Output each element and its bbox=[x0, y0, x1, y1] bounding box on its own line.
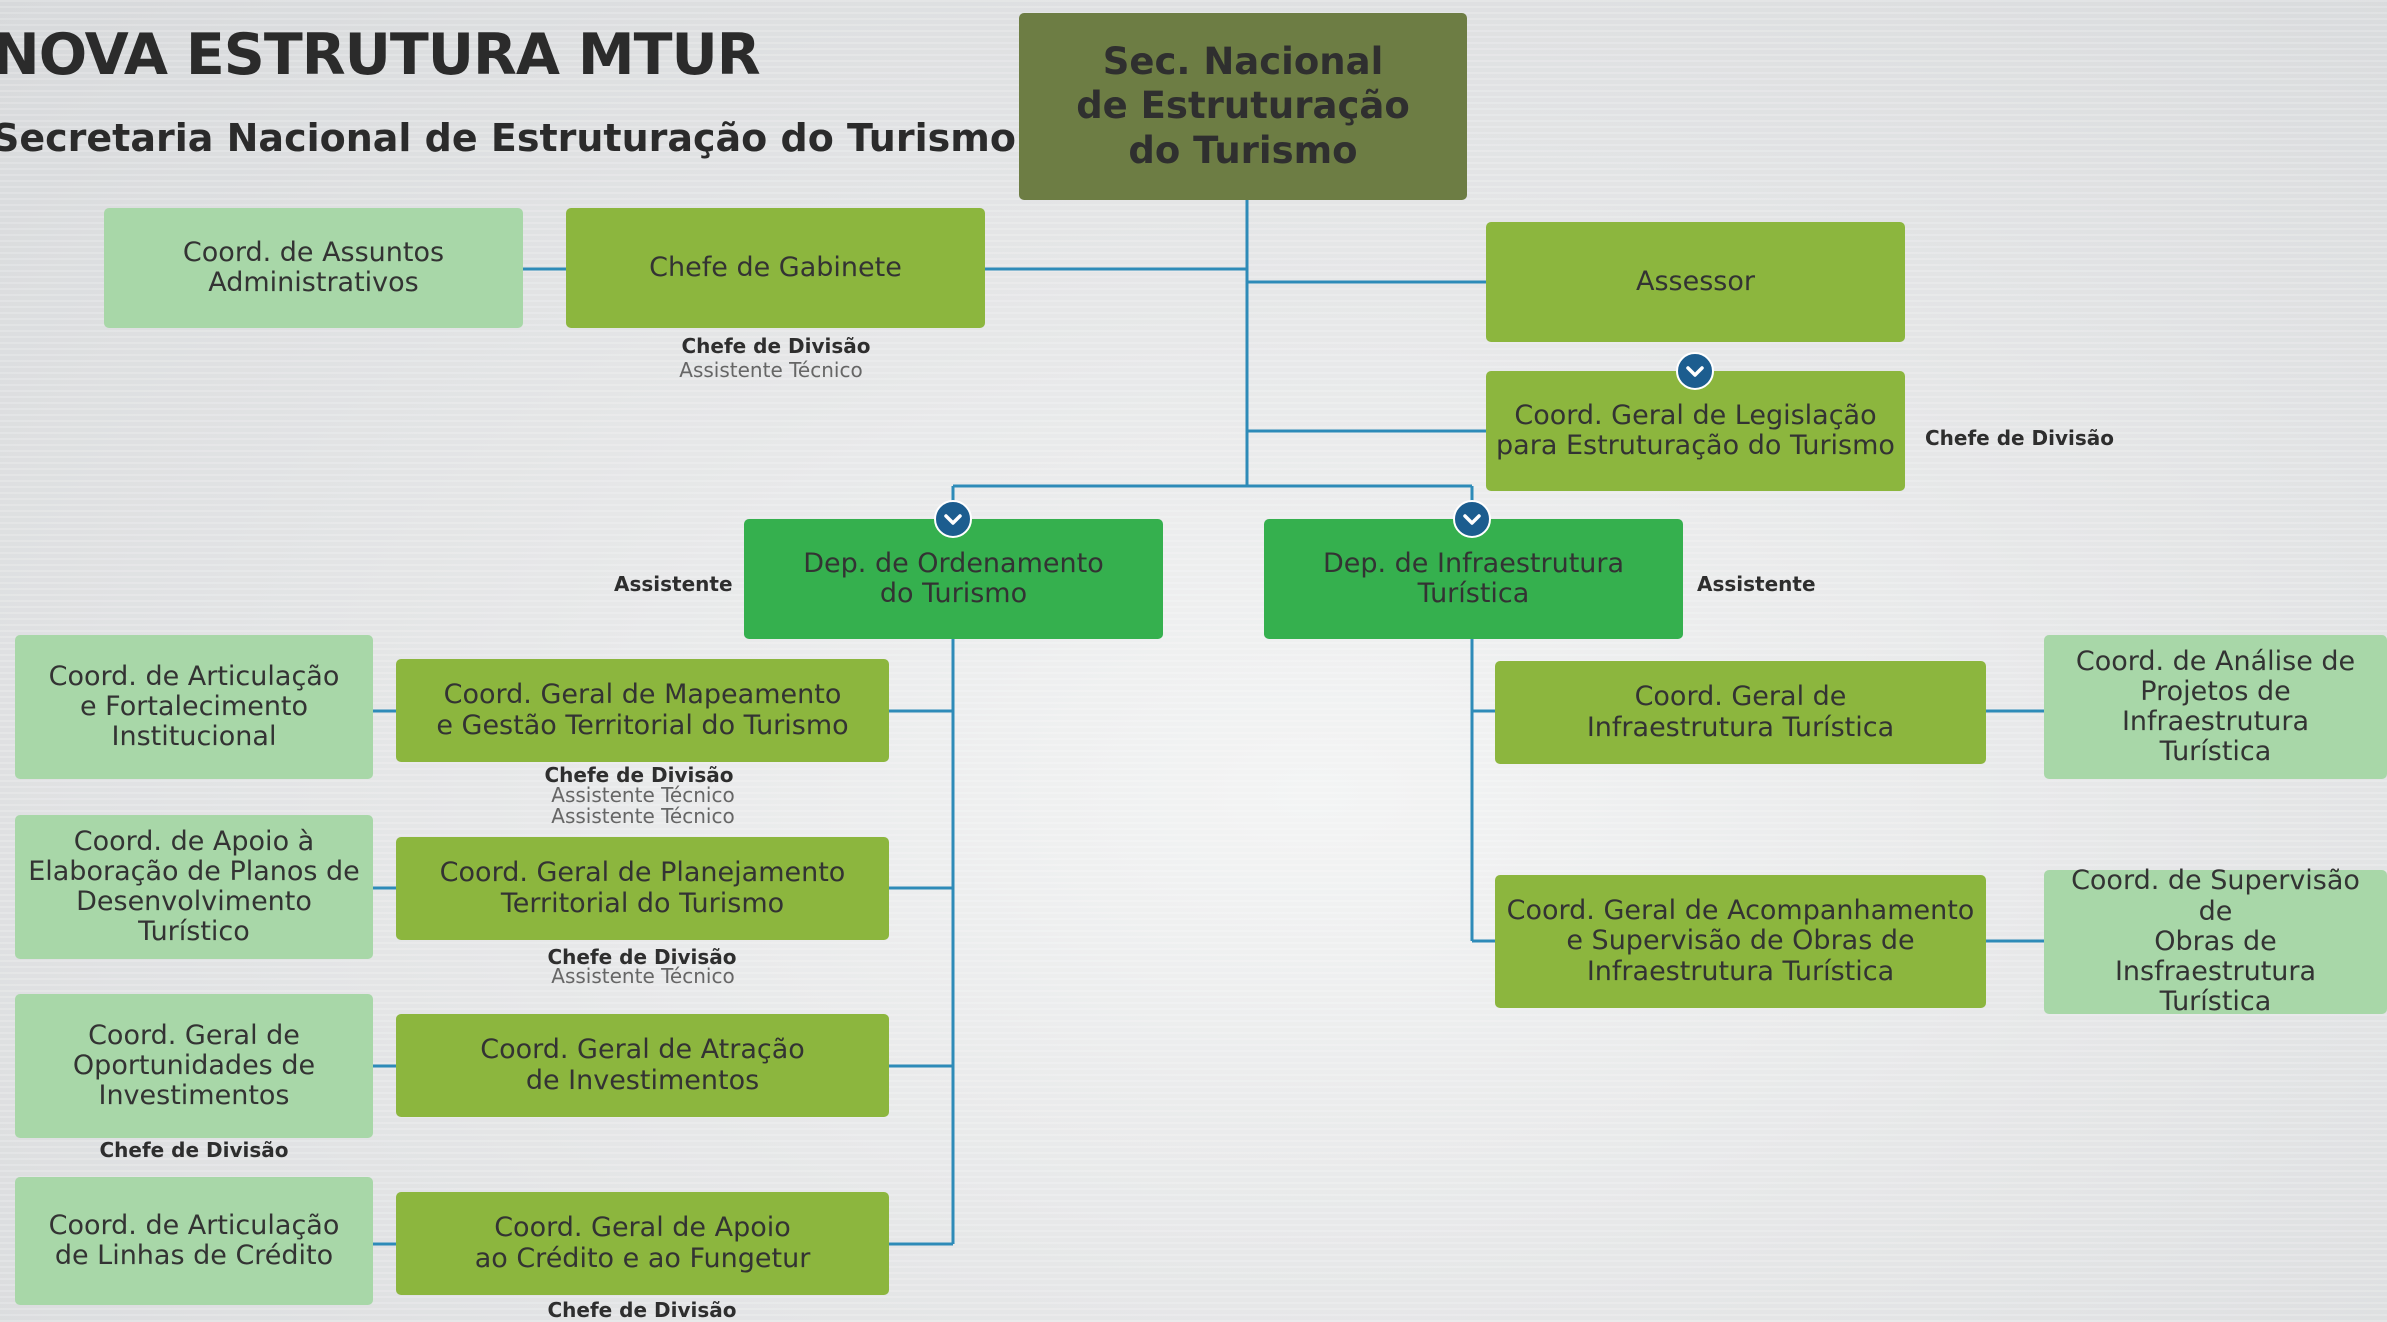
label-planejamento-chefe-divisao: Chefe de Divisão bbox=[547, 945, 737, 969]
label-planejamento-assistente-tecnico: Assistente Técnico bbox=[551, 964, 735, 988]
label-apoio-credito-chefe-divisao: Chefe de Divisão bbox=[547, 1298, 737, 1322]
label-gabinete-assistente-tecnico: Assistente Técnico bbox=[679, 358, 863, 382]
label-infraestrutura-assistente: Assistente bbox=[1697, 572, 1816, 596]
node-c-analise-projetos: Coord. de Análise de Projetos de Infraes… bbox=[2044, 635, 2387, 779]
node-c-articulacao-fortalecimento: Coord. de Articulação e Fortalecimento I… bbox=[15, 635, 373, 779]
connector-departments bbox=[951, 484, 1474, 512]
node-c-apoio-planos: Coord. de Apoio à Elaboração de Planos d… bbox=[15, 815, 373, 959]
node-c-linhas-credito: Coord. de Articulação de Linhas de Crédi… bbox=[15, 1177, 373, 1305]
node-assessor: Assessor bbox=[1486, 222, 1905, 342]
node-coord-assuntos-administrativos: Coord. de Assuntos Administrativos bbox=[104, 208, 523, 328]
node-cg-apoio-credito: Coord. Geral de Apoio ao Crédito e ao Fu… bbox=[396, 1192, 889, 1295]
label-gabinete-chefe-divisao: Chefe de Divisão bbox=[681, 334, 871, 358]
chevron-down-icon[interactable] bbox=[1676, 352, 1714, 390]
label-legislacao-chefe-divisao: Chefe de Divisão bbox=[1925, 426, 2115, 450]
label-mapeamento-assistente-tecnico: Assistente Técnico bbox=[551, 783, 735, 807]
chevron-down-icon[interactable] bbox=[1453, 500, 1491, 538]
node-dep-infraestrutura: Dep. de Infraestrutura Turística bbox=[1264, 519, 1683, 639]
node-cg-infraestrutura: Coord. Geral de Infraestrutura Turística bbox=[1495, 661, 1986, 764]
label-ordenamento-assistente: Assistente bbox=[614, 572, 733, 596]
page-subtitle: Secretaria Nacional de Estruturação do T… bbox=[0, 116, 1016, 160]
node-cg-planejamento: Coord. Geral de Planejamento Territorial… bbox=[396, 837, 889, 940]
label-oportunidades-chefe-divisao: Chefe de Divisão bbox=[99, 1138, 289, 1162]
node-cg-mapeamento: Coord. Geral de Mapeamento e Gestão Terr… bbox=[396, 659, 889, 762]
node-c-oportunidades: Coord. Geral de Oportunidades de Investi… bbox=[15, 994, 373, 1138]
chevron-down-icon[interactable] bbox=[934, 500, 972, 538]
label-mapeamento-assistente-tecnico: Assistente Técnico bbox=[551, 804, 735, 828]
node-cg-atracao: Coord. Geral de Atração de Investimentos bbox=[396, 1014, 889, 1117]
node-c-supervisao-obras: Coord. de Supervisão de Obras de Insfrae… bbox=[2044, 866, 2387, 1017]
node-dep-ordenamento: Dep. de Ordenamento do Turismo bbox=[744, 519, 1163, 639]
node-chefe-de-gabinete: Chefe de Gabinete bbox=[566, 208, 985, 328]
node-cg-acompanhamento: Coord. Geral de Acompanhamento e Supervi… bbox=[1495, 875, 1986, 1008]
label-mapeamento-chefe-divisao: Chefe de Divisão bbox=[544, 763, 734, 787]
node-coord-geral-legislacao: Coord. Geral de Legislação para Estrutur… bbox=[1486, 371, 1905, 491]
page-title: NOVA ESTRUTURA MTUR bbox=[0, 22, 761, 88]
node-sec-nacional: Sec. Nacional de Estruturação do Turismo bbox=[1019, 13, 1467, 200]
